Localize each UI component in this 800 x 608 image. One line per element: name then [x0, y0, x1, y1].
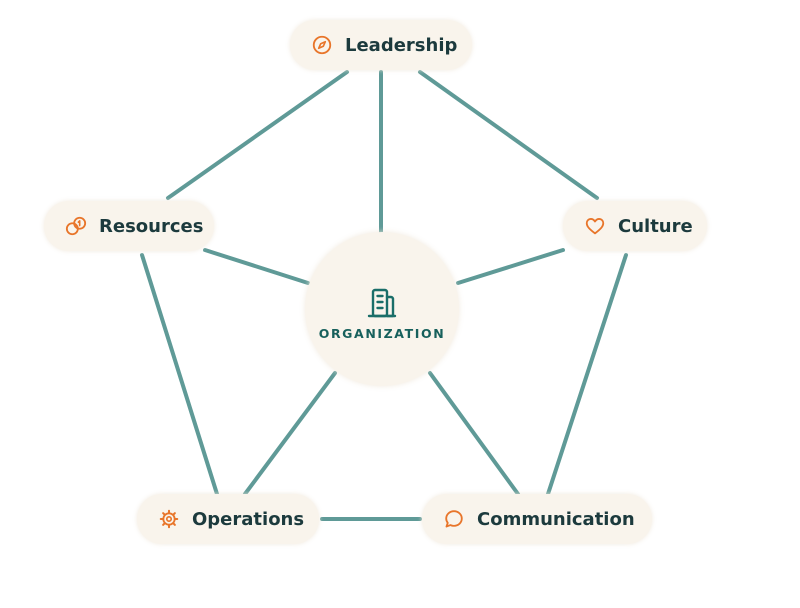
- edge-resources-organization: [203, 248, 310, 285]
- edge-operations-organization: [243, 371, 337, 496]
- edge-culture-communication: [546, 253, 628, 496]
- heart-icon: [585, 218, 605, 235]
- node-communication-label: Communication: [477, 508, 635, 530]
- node-resources[interactable]: Resources: [44, 201, 214, 251]
- node-culture[interactable]: Culture: [563, 201, 707, 251]
- node-leadership[interactable]: Leadership: [290, 20, 472, 70]
- coins-icon: [65, 216, 87, 236]
- edge-culture-organization: [456, 248, 565, 285]
- edge-leadership-resources: [166, 70, 349, 200]
- building-icon: [367, 288, 397, 317]
- node-operations-label: Operations: [192, 508, 305, 530]
- node-resources-label: Resources: [99, 215, 204, 237]
- organization-hub[interactable]: ORGANIZATION: [305, 232, 459, 386]
- node-communication[interactable]: Communication: [422, 494, 652, 544]
- node-leadership-label: Leadership: [345, 34, 458, 56]
- node-culture-label: Culture: [618, 215, 693, 237]
- hub-label: ORGANIZATION: [318, 325, 446, 341]
- node-operations[interactable]: Operations: [137, 494, 319, 544]
- edge-leadership-culture: [418, 70, 599, 200]
- chat-bubble-icon: [445, 510, 463, 528]
- compass-icon: [312, 35, 332, 55]
- edge-resources-operations: [140, 253, 219, 496]
- gear-icon: [159, 509, 179, 529]
- edge-communication-organization: [428, 371, 520, 496]
